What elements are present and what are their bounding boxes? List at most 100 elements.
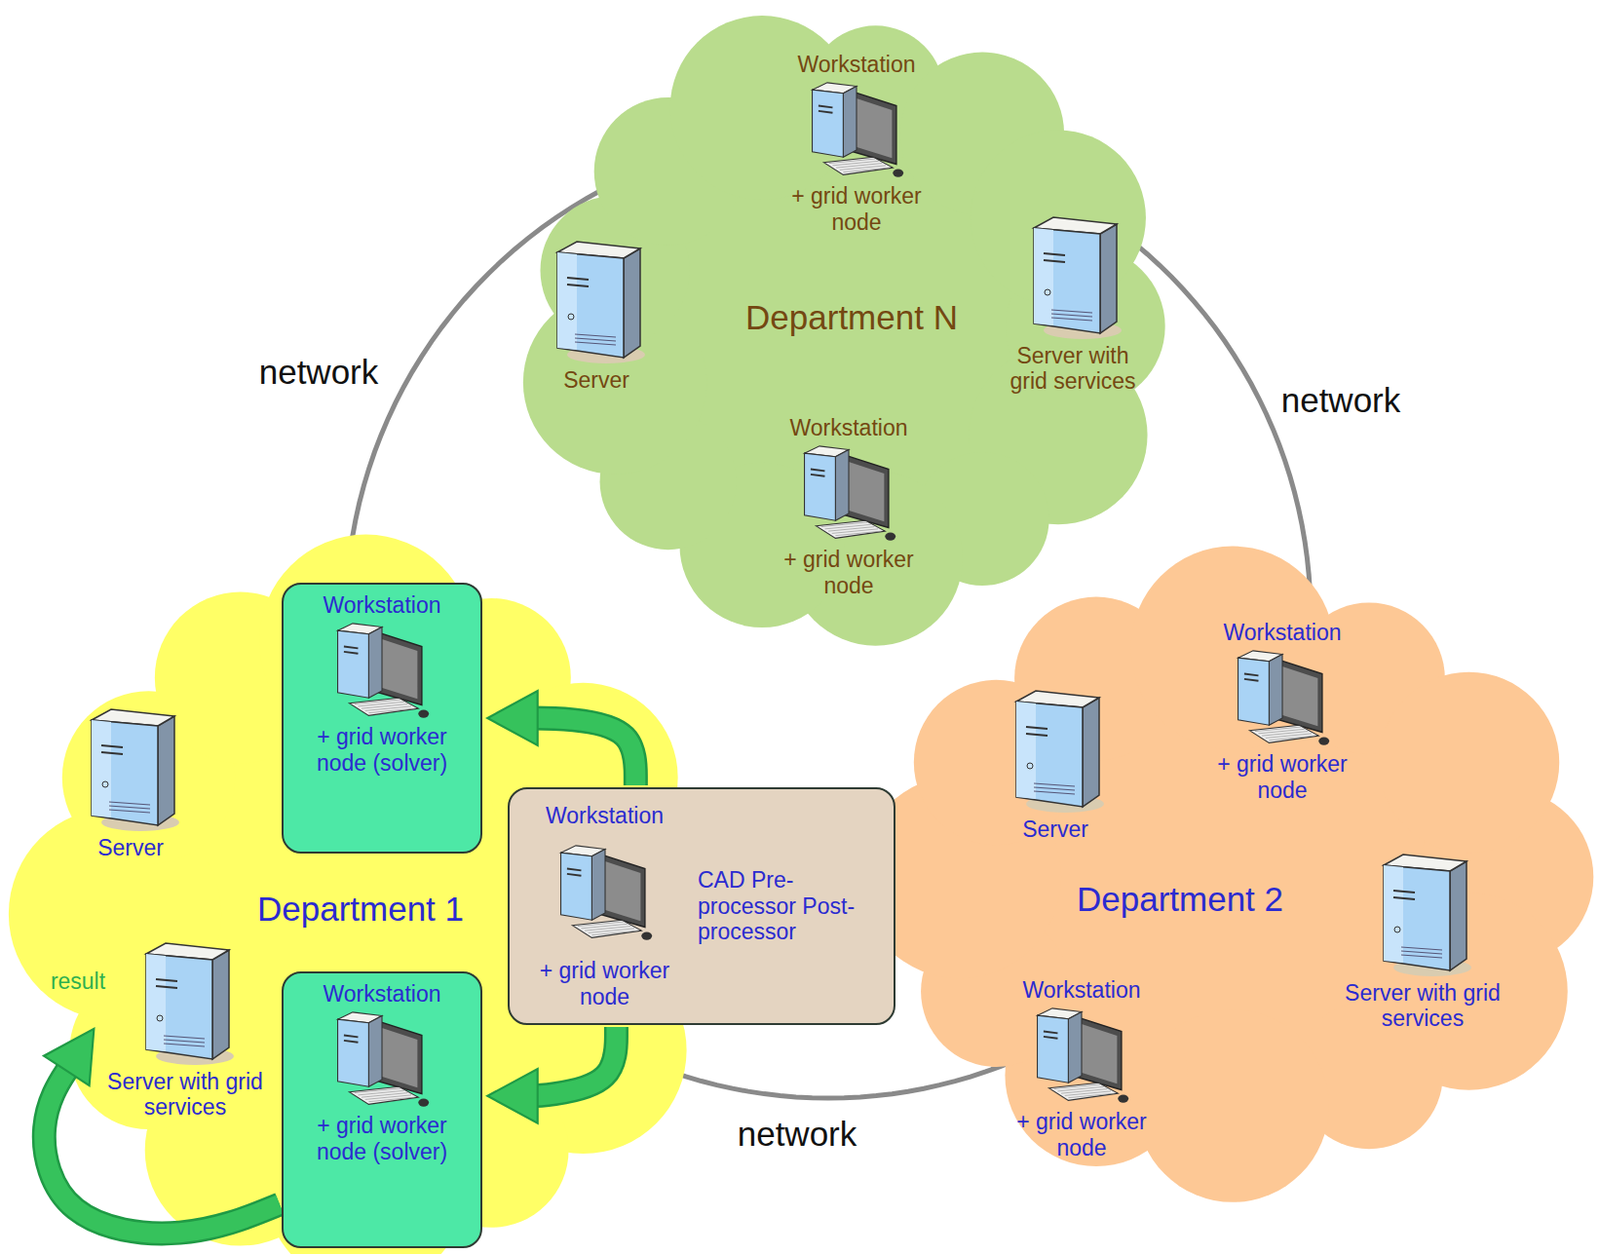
drawing-part [858, 546, 1594, 1203]
edge-label-holder: network [1243, 380, 1439, 420]
drawing-part [568, 313, 574, 320]
drawing-part [1016, 701, 1036, 800]
server-node: Server with grid services [97, 930, 273, 1129]
drawing-part [1033, 217, 1122, 340]
drawing-part [1383, 865, 1404, 963]
drawing-part [832, 161, 878, 167]
drawing-part [357, 1091, 404, 1097]
node-role: + grid worker node [1006, 1108, 1157, 1161]
drawing-part [163, 1043, 205, 1047]
server-icon [1006, 687, 1105, 815]
drawing-part [1016, 690, 1105, 813]
drawing-part [146, 953, 213, 1060]
drawing-part [804, 454, 837, 522]
server-node: Server [537, 228, 655, 401]
workstation-icon [800, 442, 898, 545]
drawing-part [1061, 1089, 1107, 1095]
edge-label: result [46, 968, 110, 994]
drawing-part [812, 90, 844, 158]
drawing-part [259, 534, 473, 749]
node-title: Workstation [322, 592, 441, 618]
drawing-part [1257, 729, 1304, 735]
flow-arrow [527, 1027, 616, 1097]
workstation-icon [333, 619, 431, 723]
drawing-part [1043, 1036, 1059, 1039]
department-cloud: Workstation + grid worker node ServerServe… [857, 545, 1600, 1209]
drawing-part [557, 252, 577, 350]
drawing-part [1401, 954, 1443, 958]
drawing-part [1244, 674, 1259, 677]
drawing-part [670, 15, 855, 200]
drawing-part [1393, 897, 1415, 900]
node-title: Workstation [1222, 619, 1341, 646]
workstation-icon [807, 78, 906, 182]
drawing-part [91, 720, 158, 826]
drawing-part [580, 924, 627, 930]
drawing-part [91, 709, 180, 832]
drawing-part [839, 165, 886, 171]
drawing-part [1043, 1031, 1059, 1034]
drawing-part [970, 129, 1146, 305]
drawing-part [832, 529, 878, 534]
drawing-part [914, 680, 1079, 845]
drawing-part [354, 1088, 401, 1094]
drawing-part [810, 474, 826, 477]
drawing-part [851, 97, 892, 159]
drawing-part [1261, 731, 1308, 737]
drawing-part [1076, 1023, 1117, 1085]
drawing-part [1057, 1087, 1104, 1093]
drawing-part [365, 1095, 412, 1101]
department-title: Department 2 [985, 879, 1375, 919]
drawing-part [1117, 1095, 1129, 1104]
drawing-part [163, 1035, 205, 1039]
drawing-part [101, 745, 123, 748]
drawing-part [157, 716, 175, 826]
drawing-part [836, 163, 882, 169]
drawing-part [377, 638, 418, 700]
server-icon [136, 940, 234, 1067]
drawing-part [557, 241, 646, 364]
drawing-part [523, 290, 708, 475]
drawing-part [101, 752, 123, 755]
workstation-icon [1233, 647, 1332, 750]
drawing-part [892, 169, 904, 178]
drawing-part [212, 950, 229, 1060]
drawing-part [574, 342, 616, 345]
cad-workstation-box: WorkstationCAD Pre-processor Post-proces… [507, 787, 896, 1026]
node-role: + grid worker node [1207, 751, 1358, 803]
drawing-part [109, 805, 151, 809]
drawing-part [338, 1012, 430, 1107]
node-title: Workstation [322, 981, 441, 1007]
drawing-part [1043, 260, 1066, 263]
drawing-part [348, 1087, 419, 1105]
drawing-part [1033, 783, 1075, 787]
node-title: Server with grid services [1333, 980, 1513, 1032]
node-role: + grid worker node (solver) [302, 1112, 463, 1165]
drawing-part [1026, 733, 1048, 736]
drawing-part [567, 284, 589, 287]
drawing-part [566, 874, 581, 877]
drawing-part [488, 683, 678, 873]
drawing-part [828, 527, 875, 533]
node-title: Workstation [519, 802, 690, 829]
node-role: + grid worker node [781, 183, 932, 235]
workstation-node: Workstation+ grid worker node [998, 969, 1165, 1169]
node-role: CAD Pre-processor Post-processor [697, 867, 883, 945]
edge-label-holder: network [699, 1114, 895, 1154]
department-cloud: Workstation+ grid worker node (solver)Se… [7, 533, 724, 1254]
drawing-part [368, 1098, 415, 1104]
workstation-node: Workstation + grid worker node [1199, 611, 1366, 811]
solver-box: Workstation+ grid worker node (solver) [281, 582, 483, 854]
workstation-icon [556, 841, 654, 945]
drawing-part [1033, 228, 1054, 326]
drawing-part [1065, 1091, 1111, 1097]
drawing-part [810, 469, 826, 472]
drawing-part [1393, 890, 1415, 893]
server-node: Server [996, 678, 1114, 850]
drawing-part [377, 1027, 418, 1089]
workstation-icon [1032, 1004, 1131, 1107]
drawing-part [1238, 658, 1270, 726]
drawing-part [348, 698, 419, 717]
drawing-part [824, 525, 871, 531]
